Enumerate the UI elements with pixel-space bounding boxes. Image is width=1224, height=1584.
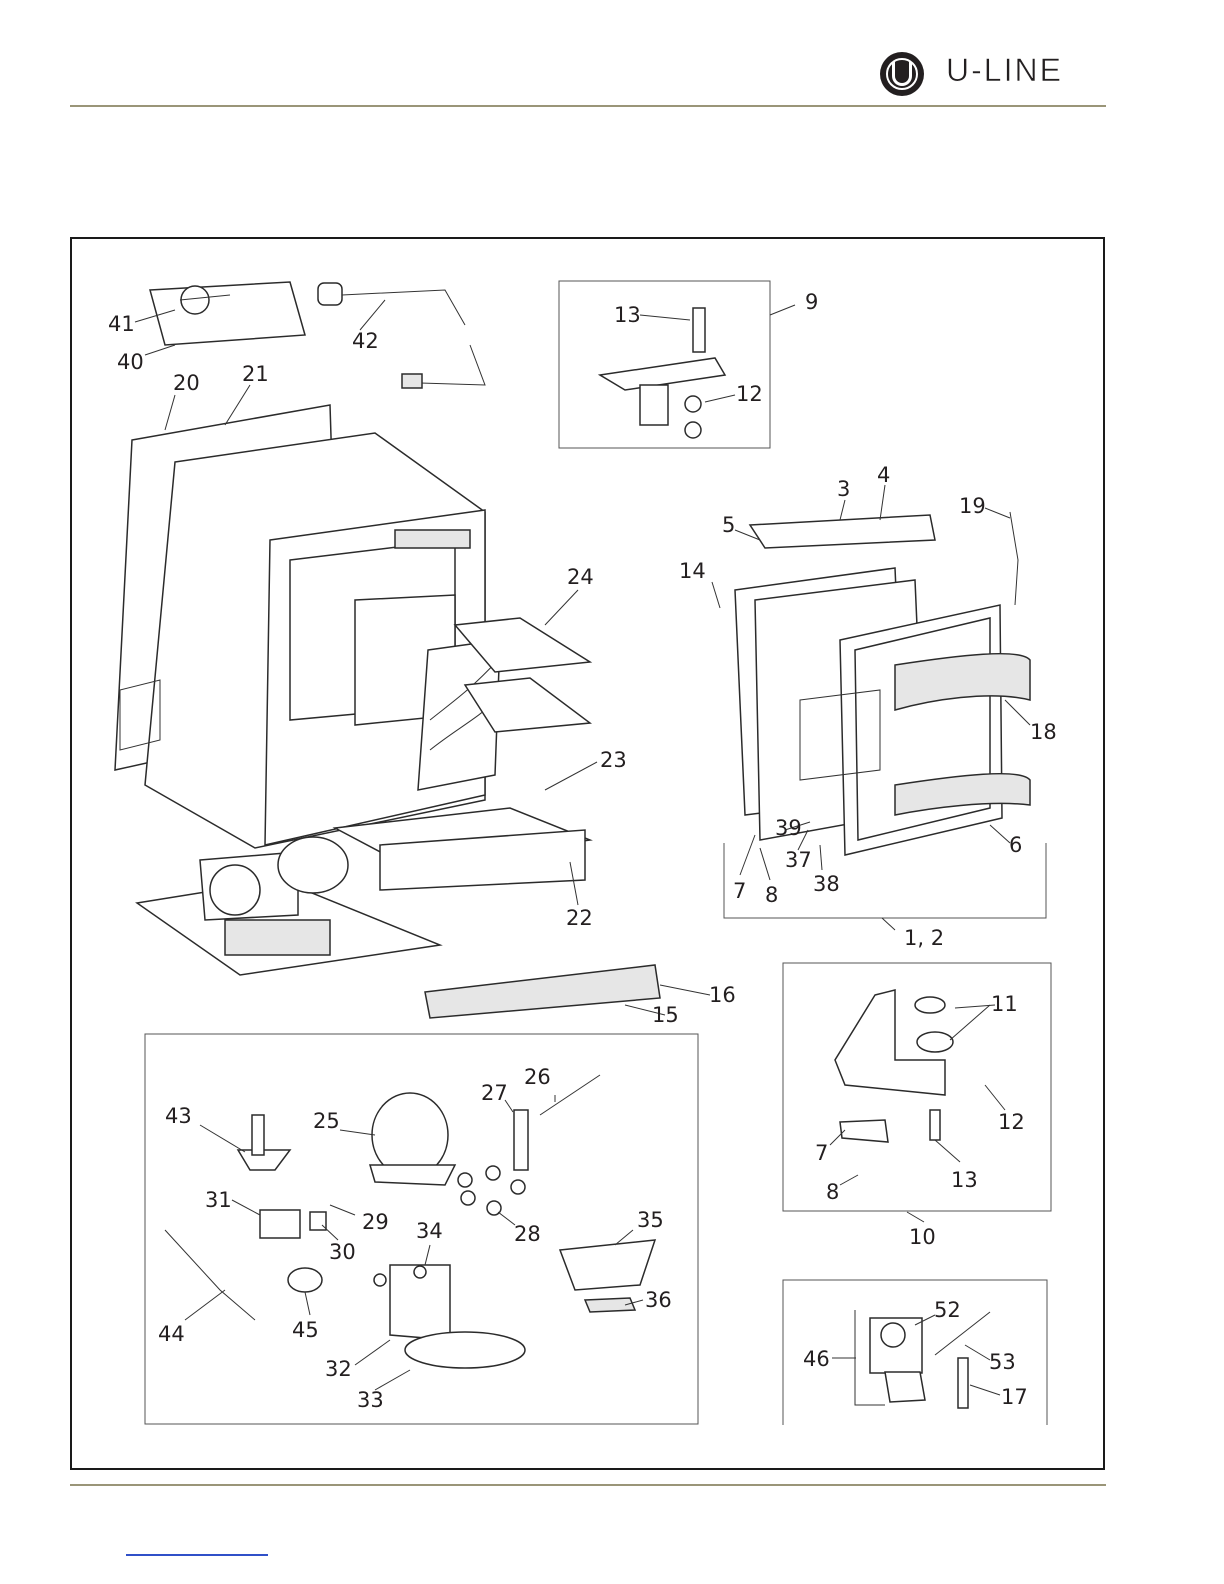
callout-36: 36 — [645, 1288, 672, 1312]
callout-26: 26 — [524, 1065, 551, 1089]
callout-40: 40 — [117, 350, 144, 374]
callout-7-door: 7 — [733, 879, 746, 903]
door-assembly — [735, 512, 1030, 855]
light-housing — [150, 282, 305, 345]
footer-link-underline[interactable] — [126, 1554, 268, 1556]
callout-20: 20 — [173, 371, 200, 395]
callout-46: 46 — [803, 1347, 830, 1371]
callout-7-hinge: 7 — [815, 1141, 828, 1165]
callout-22: 22 — [566, 906, 593, 930]
callout-33: 33 — [357, 1388, 384, 1412]
callout-28: 28 — [514, 1222, 541, 1246]
callout-23: 23 — [600, 748, 627, 772]
callout-5: 5 — [722, 513, 735, 537]
bottom-hinge — [835, 990, 953, 1142]
callout-30: 30 — [329, 1240, 356, 1264]
callout-3: 3 — [837, 477, 850, 501]
light-socket-wire — [318, 283, 485, 388]
footer-rule — [70, 1484, 1106, 1486]
front-grille — [425, 965, 660, 1018]
callout-38: 38 — [813, 872, 840, 896]
callout-12-bottom: 12 — [998, 1110, 1025, 1134]
callout-12-top: 12 — [736, 382, 763, 406]
callout-39: 39 — [775, 816, 802, 840]
callout-37: 37 — [785, 848, 812, 872]
callout-27: 27 — [481, 1081, 508, 1105]
callout-6: 6 — [1009, 833, 1022, 857]
callout-17: 17 — [1001, 1385, 1028, 1409]
callout-41: 41 — [108, 312, 135, 336]
callout-18: 18 — [1030, 720, 1057, 744]
top-hinge — [600, 308, 725, 438]
callout-52: 52 — [934, 1298, 961, 1322]
callout-24: 24 — [567, 565, 594, 589]
callout-16: 16 — [709, 983, 736, 1007]
callout-31: 31 — [205, 1188, 232, 1212]
callout-42: 42 — [352, 329, 379, 353]
callout-32: 32 — [325, 1357, 352, 1381]
callout-21: 21 — [242, 362, 269, 386]
callout-8-door: 8 — [765, 883, 778, 907]
callout-8-hinge: 8 — [826, 1180, 839, 1204]
compressor-parts — [165, 1075, 655, 1368]
callout-45: 45 — [292, 1318, 319, 1342]
callout-10: 10 — [909, 1225, 936, 1249]
callout-19: 19 — [959, 494, 986, 518]
callout-34: 34 — [416, 1219, 443, 1243]
callout-53: 53 — [989, 1350, 1016, 1374]
callout-13-top: 13 — [614, 303, 641, 327]
callout-14: 14 — [679, 559, 706, 583]
callout-44: 44 — [158, 1322, 185, 1346]
callout-4: 4 — [877, 463, 890, 487]
callout-11: 11 — [991, 992, 1018, 1016]
callout-35: 35 — [637, 1208, 664, 1232]
callout-43: 43 — [165, 1104, 192, 1128]
callout-1-2: 1, 2 — [904, 926, 944, 950]
callout-9: 9 — [805, 290, 818, 314]
callout-15: 15 — [652, 1003, 679, 1027]
callout-25: 25 — [313, 1109, 340, 1133]
callout-29: 29 — [362, 1210, 389, 1234]
water-valve — [870, 1312, 990, 1408]
callout-13-bottom: 13 — [951, 1168, 978, 1192]
